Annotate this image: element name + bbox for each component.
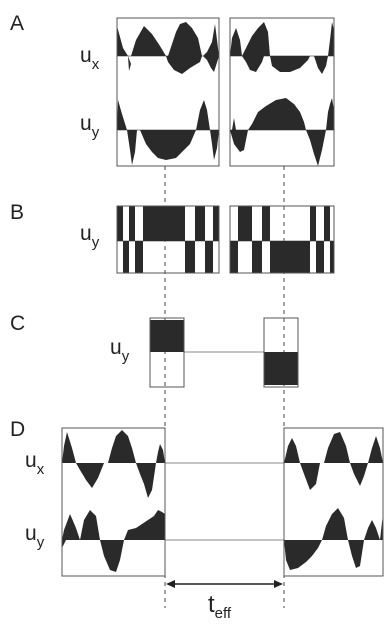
panel-a-left-box — [116, 17, 220, 167]
waveform-ux-a-right — [230, 22, 334, 74]
label-ux-a: ux — [80, 44, 100, 73]
panel-c: C uy — [10, 312, 299, 388]
panel-letter-a: A — [10, 12, 24, 35]
label-uy-b: uy — [80, 222, 100, 251]
panel-b-right-box — [229, 205, 335, 274]
waveform-ux-d-right — [284, 432, 383, 490]
waveform-uy-a-right — [230, 98, 334, 166]
label-uy-a: uy — [80, 112, 100, 141]
panel-c-right-box — [263, 317, 299, 388]
panel-d: D ux uy — [10, 418, 384, 577]
panel-c-left-box — [149, 317, 185, 388]
panel-b-left-box — [116, 205, 220, 274]
panel-letter-d: D — [10, 418, 25, 441]
label-uy-c: uy — [110, 336, 130, 365]
panel-b: B uy — [10, 201, 335, 274]
waveform-ux-d-left — [62, 430, 165, 498]
double-headed-arrow-icon — [166, 580, 283, 588]
square-wave-uy-b-right — [230, 206, 334, 273]
label-ux-d: ux — [25, 449, 45, 478]
waveform-uy-d-left — [62, 510, 165, 572]
panel-d-left-box — [61, 427, 166, 577]
t-eff-label: teff — [208, 591, 232, 622]
label-uy-d: uy — [25, 522, 45, 551]
waveform-uy-d-right — [284, 508, 383, 570]
panel-letter-b: B — [10, 201, 24, 224]
waveform-uy-a-left — [117, 100, 219, 165]
panel-a: A ux uy — [10, 12, 335, 167]
square-wave-uy-b-left — [117, 206, 219, 273]
pulse-uy-c-right — [264, 352, 298, 385]
waveform-ux-a-left — [117, 22, 219, 74]
panel-letter-c: C — [10, 312, 25, 335]
pulse-uy-c-left — [150, 320, 184, 352]
panel-d-right-box — [283, 427, 384, 577]
t-eff-annotation: teff — [166, 580, 283, 622]
panel-a-right-box — [229, 17, 335, 167]
